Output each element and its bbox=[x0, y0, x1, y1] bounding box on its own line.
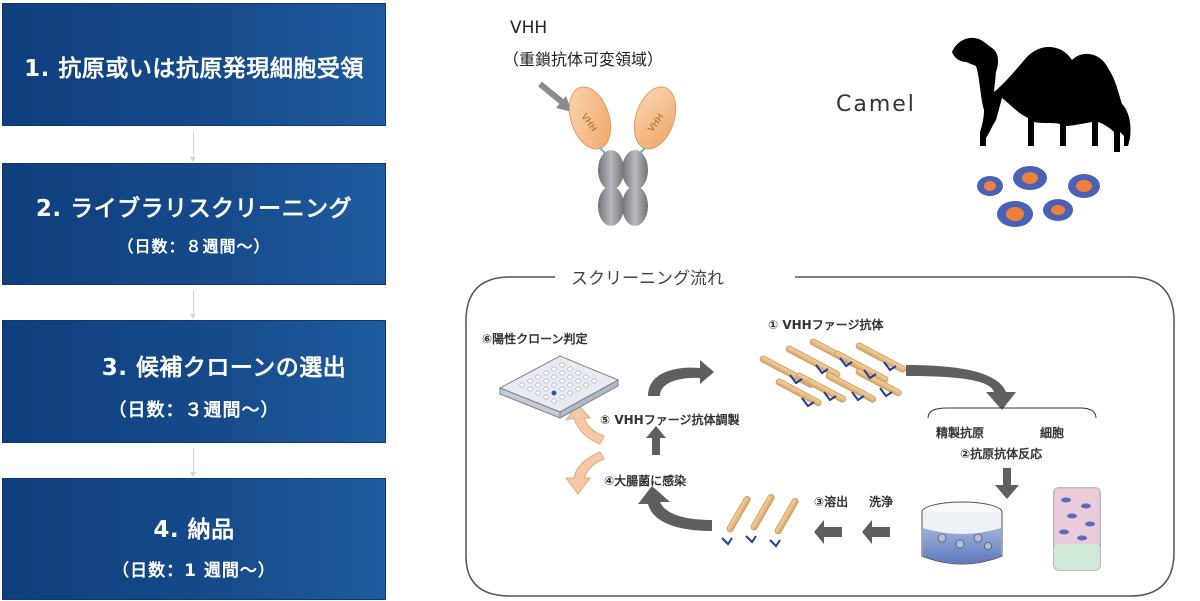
arrow-up-peach bbox=[564, 403, 605, 445]
camel-silhouette bbox=[952, 37, 1131, 153]
antibody-subtitle: （重鎖抗体可変領域） bbox=[503, 50, 664, 69]
pointer-arrow-head bbox=[556, 96, 572, 112]
reaction-bracket bbox=[927, 407, 1097, 419]
arrow-down bbox=[995, 468, 1019, 499]
phage-heads-top bbox=[789, 357, 897, 408]
label-elution: ③溶出 bbox=[814, 495, 849, 509]
label-cells: 細胞 bbox=[1040, 426, 1065, 440]
step-connector bbox=[190, 448, 196, 477]
step-title: 3. 候補クローンの選出 bbox=[101, 355, 347, 381]
step-box-4: 4. 納品 （日数：1 週間〜） bbox=[2, 478, 386, 600]
heavy-chain-domain bbox=[622, 186, 648, 226]
step-box-2: 2. ライブラリスクリーニング （日数：８週間〜） bbox=[2, 163, 386, 285]
well-plate bbox=[498, 355, 620, 419]
label-antigen-reaction: ②抗原抗体反応 bbox=[960, 447, 1043, 461]
label-purified-antigen: 精製抗原 bbox=[936, 426, 985, 440]
heavy-chain-domain bbox=[622, 150, 648, 190]
pointer-arrow-shaft bbox=[538, 81, 564, 105]
flow-arrows-peach bbox=[564, 403, 605, 495]
arrow-curve-up bbox=[638, 486, 712, 531]
step-connector bbox=[190, 290, 196, 319]
label-positive-clone: ⑥陽性クローン判定 bbox=[482, 332, 588, 346]
step-box-1: 1. 抗原或いは抗原発現細胞受領 bbox=[2, 3, 386, 126]
arrow-left-2 bbox=[814, 520, 842, 544]
label-wash: 洗浄 bbox=[869, 495, 894, 509]
screening-title: スクリーニング流れ bbox=[563, 264, 732, 289]
cells-illustration bbox=[977, 166, 1100, 227]
screening-frame bbox=[465, 276, 1175, 597]
label-phage-antibody: ① VHHファージ抗体 bbox=[768, 318, 884, 332]
phage-cluster-bottom bbox=[726, 493, 799, 535]
camel-label: Camel bbox=[836, 92, 916, 117]
positive-well bbox=[551, 390, 557, 396]
step-connector bbox=[190, 131, 196, 162]
arrow-up bbox=[646, 426, 666, 455]
step-duration: （日数：1 週間〜） bbox=[112, 561, 276, 581]
step-title: 1. 抗原或いは抗原発現細胞受領 bbox=[24, 56, 364, 82]
culture-tube bbox=[1053, 487, 1101, 571]
heavy-chain-domain bbox=[598, 150, 624, 190]
phage-heads-bottom bbox=[721, 535, 781, 548]
vhh-antibody-illustration: VHH VHH bbox=[538, 81, 677, 226]
step-duration: （日数：３週間〜） bbox=[108, 400, 280, 421]
step-title: 2. ライブラリスクリーニング bbox=[35, 196, 353, 222]
step-box-3: 3. 候補クローンの選出 （日数：３週間〜） bbox=[2, 320, 386, 443]
flow-arrows-gray bbox=[638, 360, 1019, 544]
heavy-chain-domain bbox=[598, 186, 624, 226]
arrow-curve-right bbox=[648, 360, 714, 396]
phage-cluster-top bbox=[759, 338, 907, 407]
label-phage-preparation: ⑤ VHHファージ抗体調製 bbox=[600, 413, 740, 427]
arrow-to-reaction bbox=[906, 365, 1016, 410]
step-title: 4. 納品 bbox=[153, 517, 235, 543]
beaker-antigen bbox=[921, 501, 1003, 565]
step-duration: （日数：８週間〜） bbox=[117, 237, 271, 256]
arrow-down-peach bbox=[565, 451, 605, 495]
arrow-left-1 bbox=[862, 520, 890, 544]
antibody-title: VHH bbox=[510, 18, 548, 38]
label-infection: ④大腸菌に感染 bbox=[604, 474, 687, 488]
